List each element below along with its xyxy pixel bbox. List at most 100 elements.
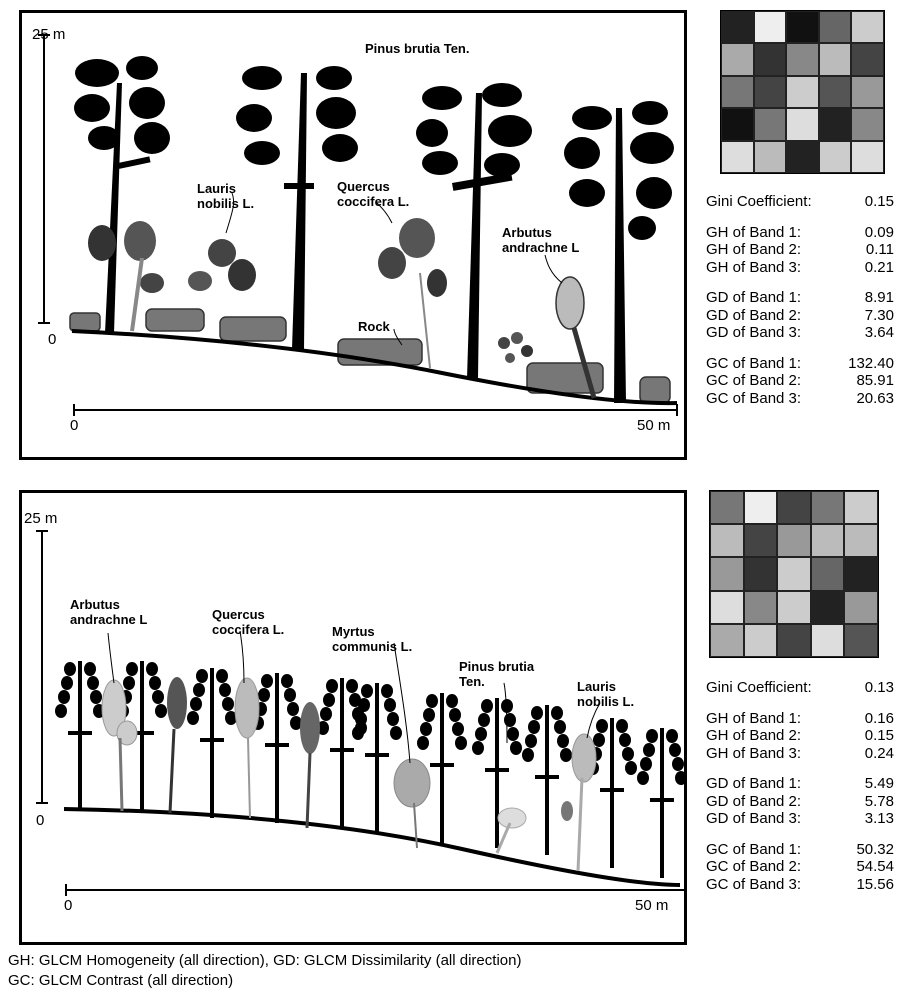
top-gd-row-2: GD of Band 2:7.30	[706, 306, 894, 324]
texture-cell	[786, 140, 819, 173]
bottom-x-axis-max-label: 50 m	[635, 897, 669, 914]
pine-tree	[587, 718, 637, 868]
rock-label: Rock	[358, 319, 390, 334]
top-y-axis-max-label: 25 m	[32, 26, 66, 43]
lauris-label: Lauris nobilis L.	[197, 181, 255, 211]
texture-cell	[844, 491, 878, 525]
top-pine-trees	[74, 56, 674, 403]
pine-tree	[472, 698, 522, 848]
texture-cell	[851, 43, 884, 76]
pine-tree	[117, 661, 167, 811]
quercus-label: Quercus coccifera L.	[337, 179, 410, 209]
legend-line-1: GH: GLCM Homogeneity (all direction), GD…	[8, 952, 522, 969]
bottom-forest-scene	[36, 530, 684, 896]
bottom-gc-row-1: GC of Band 1:50.32	[706, 840, 894, 858]
bottom-y-axis-zero-label: 0	[36, 812, 45, 829]
texture-cell	[721, 140, 754, 173]
top-forest-scene	[38, 34, 678, 416]
pine-tree	[522, 705, 572, 855]
texture-cell	[786, 43, 819, 76]
pine-tree	[637, 728, 684, 878]
top-ground-line	[71, 329, 678, 406]
bottom-pine-trees	[55, 661, 684, 878]
texture-cell	[844, 590, 878, 624]
texture-cell	[810, 491, 845, 525]
top-rocks	[69, 308, 671, 404]
texture-cell	[818, 75, 852, 109]
bottom-x-axis-zero-label: 0	[64, 897, 73, 914]
texture-cell	[710, 590, 744, 624]
bottom-pinus-label: Pinus brutia Ten.	[459, 659, 535, 689]
bottom-gh-row-2: GH of Band 2:0.15	[706, 727, 894, 744]
top-gc-row-1: GC of Band 1:132.40	[706, 354, 894, 372]
texture-cell	[786, 75, 819, 109]
texture-cell	[710, 491, 744, 525]
bottom-gd-row-3: GD of Band 3:3.13	[706, 810, 894, 827]
texture-cell	[753, 75, 787, 109]
myrtus-label: Myrtus communis L.	[332, 624, 413, 654]
top-gd-row-1: GD of Band 1:8.91	[706, 289, 894, 306]
texture-cell	[844, 557, 878, 591]
top-gh-row-3: GH of Band 3:0.21	[706, 258, 894, 276]
glcm-legend: GH: GLCM Homogeneity (all direction), GD…	[8, 951, 521, 991]
top-x-axis-max-label: 50 m	[637, 417, 671, 434]
top-gc-row-2: GC of Band 2:85.91	[706, 372, 894, 389]
bottom-quercus-label: Quercus coccifera L.	[212, 607, 285, 637]
texture-cell	[753, 140, 787, 173]
pine-tree	[55, 661, 105, 811]
texture-cell	[753, 43, 787, 76]
legend-line-2: GC: GLCM Contrast (all direction)	[8, 972, 234, 989]
texture-cell	[743, 590, 778, 624]
bottom-gc-row-2: GC of Band 2:54.54	[706, 858, 894, 875]
texture-cell	[810, 557, 845, 591]
texture-cell	[786, 108, 819, 141]
pine-tree	[187, 668, 237, 818]
texture-cell	[844, 623, 878, 657]
texture-cell	[710, 524, 744, 558]
texture-cell	[710, 623, 744, 657]
texture-cell	[743, 557, 778, 591]
texture-cell	[743, 524, 778, 558]
top-stats: Gini Coefficient:0.15 GH of Band 1:0.09 …	[706, 193, 894, 407]
texture-cell	[810, 623, 845, 657]
texture-cell	[777, 590, 811, 624]
bottom-gd-row-1: GD of Band 1:5.49	[706, 775, 894, 792]
texture-cell	[777, 557, 811, 591]
texture-cell	[753, 11, 787, 44]
top-gini-row: Gini Coefficient:0.15	[706, 193, 894, 210]
texture-cell	[818, 140, 852, 173]
texture-cell	[851, 108, 884, 141]
texture-cell	[810, 524, 845, 558]
bottom-gc-row-3: GC of Band 3:15.56	[706, 875, 894, 893]
top-gc-row-3: GC of Band 3:20.63	[706, 389, 894, 407]
top-texture-grid	[720, 10, 885, 174]
texture-cell	[777, 623, 811, 657]
texture-cell	[753, 108, 787, 141]
bottom-gd-row-2: GD of Band 2:5.78	[706, 792, 894, 810]
texture-cell	[721, 108, 754, 141]
texture-cell	[818, 11, 852, 44]
bottom-understory	[101, 630, 601, 872]
top-gh-row-2: GH of Band 2:0.11	[706, 241, 894, 258]
bottom-gh-row-1: GH of Band 1:0.16	[706, 709, 894, 727]
texture-cell	[777, 491, 811, 525]
bottom-forest-panel: 25 m 0 0 50 m Arbutus andrachne L Quercu…	[19, 490, 687, 945]
pine-tree	[317, 678, 367, 828]
texture-cell	[743, 623, 778, 657]
texture-cell	[721, 43, 754, 76]
top-gd-row-3: GD of Band 3:3.64	[706, 324, 894, 341]
texture-cell	[777, 524, 811, 558]
top-gh-row-1: GH of Band 1:0.09	[706, 223, 894, 241]
bottom-lauris-label: Lauris nobilis L.	[577, 679, 635, 709]
top-forest-panel: 25 m 0 0 50 m Pinus brutia Ten. Lauris n…	[19, 10, 687, 460]
texture-cell	[818, 108, 852, 141]
texture-cell	[810, 590, 845, 624]
pine-tree	[252, 673, 302, 823]
texture-cell	[721, 75, 754, 109]
texture-cell	[851, 75, 884, 109]
texture-cell	[818, 43, 852, 76]
texture-cell	[851, 11, 884, 44]
bottom-stats: Gini Coefficient:0.13 GH of Band 1:0.16 …	[706, 679, 894, 893]
top-y-axis-zero-label: 0	[48, 331, 57, 348]
texture-cell	[851, 140, 884, 173]
